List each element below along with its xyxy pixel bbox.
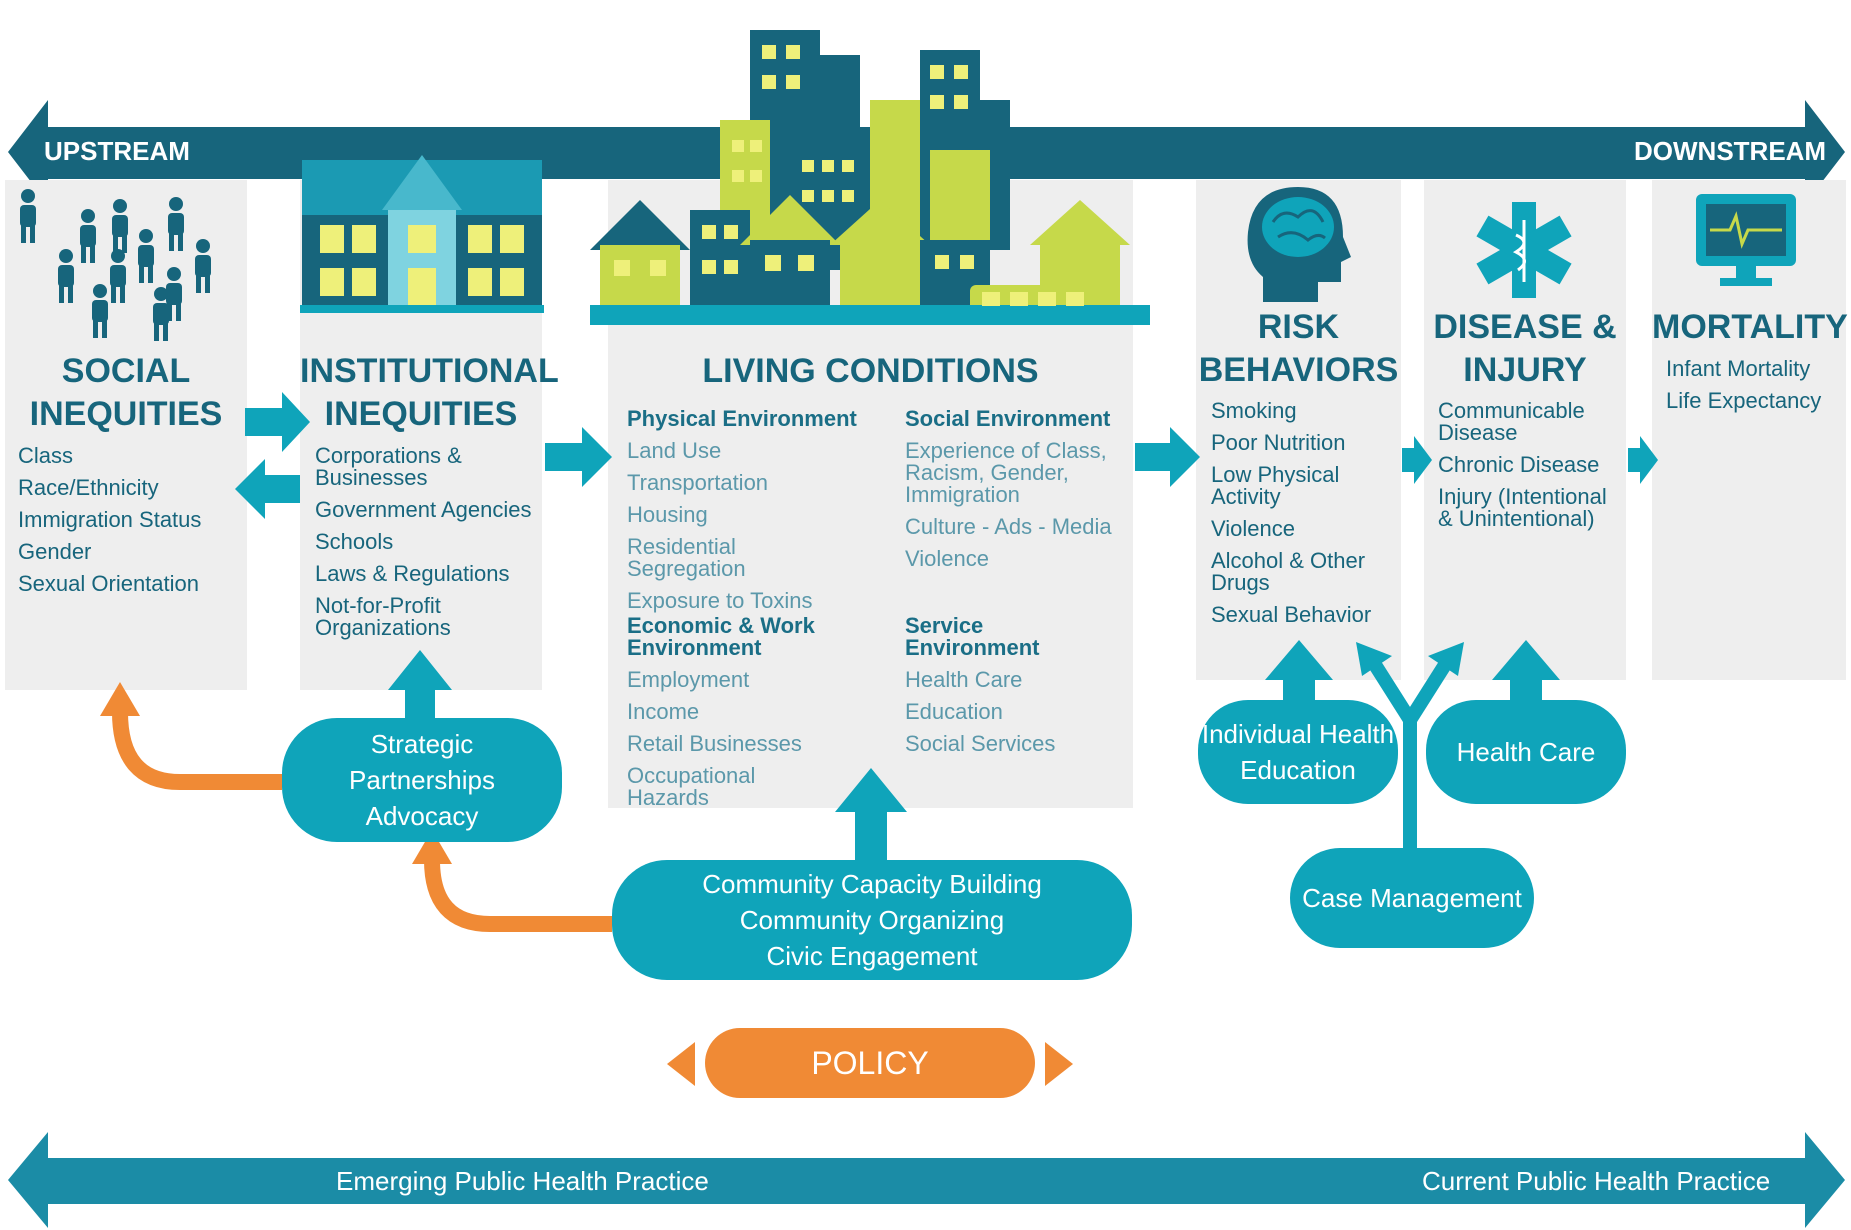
economic-work-environment-list: Economic & Work Environment Employment I…	[627, 615, 827, 819]
list-item: Alcohol & Other Drugs	[1211, 548, 1366, 595]
list-item: Employment	[627, 667, 750, 692]
list-item: Education	[905, 699, 1003, 724]
list-item: Smoking	[1211, 398, 1297, 423]
list-item: Infant Mortality	[1666, 356, 1811, 381]
mortality-list: Infant Mortality Life Expectancy	[1666, 358, 1821, 422]
economic-work-environment-heading: Economic & Work Environment	[627, 613, 815, 660]
downstream-label: DOWNSTREAM	[1634, 136, 1827, 166]
list-item: Corporations & Businesses	[315, 443, 462, 490]
list-item: Injury (Intentional & Unintentional)	[1438, 484, 1607, 531]
star-of-life-icon	[1476, 202, 1572, 298]
list-item: Poor Nutrition	[1211, 430, 1346, 455]
policy-label: POLICY	[811, 1044, 929, 1081]
list-item: Occupational Hazards	[627, 763, 756, 810]
service-environment-list: Service Environment Health Care Educatio…	[905, 615, 1115, 765]
list-item: Immigration Status	[18, 507, 202, 532]
list-item: Income	[627, 699, 700, 724]
list-item: Violence	[1211, 516, 1295, 541]
list-item: Low Physical Activity	[1211, 462, 1340, 509]
disease-injury-list: Communicable Disease Chronic Disease Inj…	[1438, 400, 1623, 540]
physical-environment-heading: Physical Environment	[627, 406, 857, 431]
heart-monitor-icon	[1696, 194, 1796, 286]
mortality-title: MORTALITY	[1652, 308, 1848, 346]
list-item: Housing	[627, 502, 708, 527]
list-item: Social Services	[905, 731, 1056, 756]
list-item: Sexual Behavior	[1211, 602, 1372, 627]
list-item: Experience of Class, Racism, Gender, Imm…	[905, 438, 1107, 507]
list-item: Land Use	[627, 438, 722, 463]
practice-arrow	[8, 1132, 1845, 1228]
service-environment-heading: Service Environment	[905, 613, 1040, 660]
brain-head-icon	[1247, 187, 1351, 302]
list-item: Gender	[18, 539, 92, 564]
social-environment-heading: Social Environment	[905, 406, 1111, 431]
health-care-pill[interactable]: Health Care	[1426, 700, 1626, 804]
list-item: Sexual Orientation	[18, 571, 199, 596]
list-item: Exposure to Toxins	[627, 588, 813, 613]
list-item: Laws & Regulations	[315, 561, 510, 586]
list-item: Race/Ethnicity	[18, 475, 159, 500]
physical-environment-list: Physical Environment Land Use Transporta…	[627, 408, 857, 622]
institutional-inequities-list: Corporations & Businesses Government Age…	[315, 445, 535, 649]
list-item: Health Care	[905, 667, 1023, 692]
list-item: Government Agencies	[315, 497, 532, 522]
school-building-icon	[300, 155, 544, 313]
policy-arrow	[667, 1028, 1073, 1098]
people-icon	[20, 189, 211, 341]
list-item: Communicable Disease	[1438, 398, 1585, 445]
city-skyline-icon	[590, 30, 1150, 325]
upstream-label: UPSTREAM	[44, 136, 190, 166]
risk-behaviors-list: Smoking Poor Nutrition Low Physical Acti…	[1211, 400, 1391, 636]
social-inequities-list: Class Race/Ethnicity Immigration Status …	[18, 445, 201, 605]
list-item: Culture - Ads - Media	[905, 514, 1112, 539]
disease-injury-title: DISEASE &INJURY	[1433, 308, 1617, 389]
list-item: Life Expectancy	[1666, 388, 1822, 413]
list-item: Violence	[905, 546, 989, 571]
case-management-pill[interactable]: Case Management	[1290, 848, 1534, 948]
list-item: Chronic Disease	[1438, 452, 1600, 477]
current-practice-label: Current Public Health Practice	[1422, 1166, 1771, 1196]
list-item: Schools	[315, 529, 394, 554]
list-item: Retail Businesses	[627, 731, 802, 756]
emerging-practice-label: Emerging Public Health Practice	[336, 1166, 709, 1196]
list-item: Not-for-Profit Organizations	[315, 593, 451, 640]
living-conditions-title: LIVING CONDITIONS	[702, 352, 1039, 390]
list-item: Transportation	[627, 470, 769, 495]
list-item: Class	[18, 443, 74, 468]
social-environment-list: Social Environment Experience of Class, …	[905, 408, 1115, 580]
list-item: Residential Segregation	[627, 534, 746, 581]
